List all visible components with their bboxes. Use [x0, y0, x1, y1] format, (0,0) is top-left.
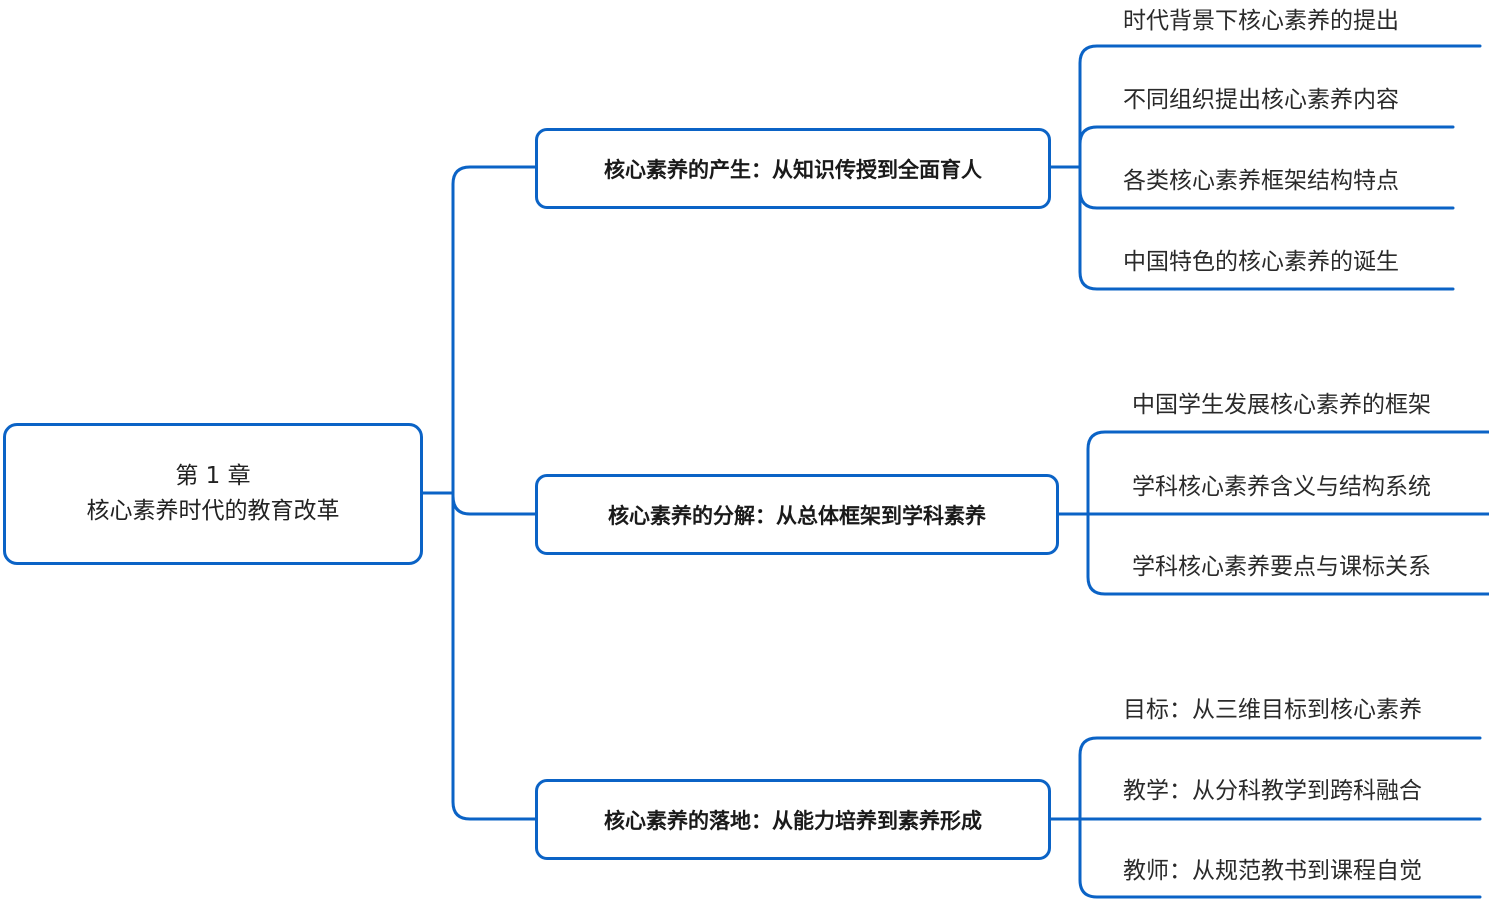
leaf-topic[interactable]: 中国特色的核心素养的诞生: [1123, 249, 1399, 275]
root-subtitle: 核心素养时代的教育改革: [86, 498, 340, 524]
branch-1-leaf-line-2: [1078, 125, 1455, 146]
leaf-topic[interactable]: 中国学生发展核心素养的框架: [1132, 392, 1431, 418]
trunk-line: [451, 165, 537, 821]
branch-label: 核心素养的落地：从能力培养到素养形成: [604, 808, 982, 833]
leaf-topic[interactable]: 教学：从分科教学到跨科融合: [1123, 778, 1422, 804]
branch-node-decomposition[interactable]: 核心素养的分解：从总体框架到学科素养: [535, 474, 1059, 555]
branch-node-implementation[interactable]: 核心素养的落地：从能力培养到素养形成: [535, 779, 1051, 860]
leaf-topic[interactable]: 不同组织提出核心素养内容: [1123, 87, 1399, 113]
leaf-topic[interactable]: 各类核心素养框架结构特点: [1123, 168, 1399, 194]
leaf-topic[interactable]: 目标：从三维目标到核心素养: [1123, 697, 1422, 723]
leaf-topic[interactable]: 学科核心素养要点与课标关系: [1132, 554, 1431, 580]
trunk-to-branch-2: [451, 494, 537, 516]
leaf-topic[interactable]: 学科核心素养含义与结构系统: [1132, 474, 1431, 500]
root-node[interactable]: 第 1 章 核心素养时代的教育改革: [3, 423, 423, 565]
leaf-topic[interactable]: 教师：从规范教书到课程自觉: [1123, 858, 1422, 884]
branch-1-bracket: [1078, 44, 1482, 291]
branch-1-leaf-line-3: [1078, 188, 1455, 210]
branch-label: 核心素养的分解：从总体框架到学科素养: [608, 503, 986, 528]
root-title: 第 1 章: [175, 463, 251, 489]
branch-node-origin[interactable]: 核心素养的产生：从知识传授到全面育人: [535, 128, 1051, 209]
branch-label: 核心素养的产生：从知识传授到全面育人: [604, 157, 982, 182]
leaf-topic[interactable]: 时代背景下核心素养的提出: [1123, 8, 1399, 34]
